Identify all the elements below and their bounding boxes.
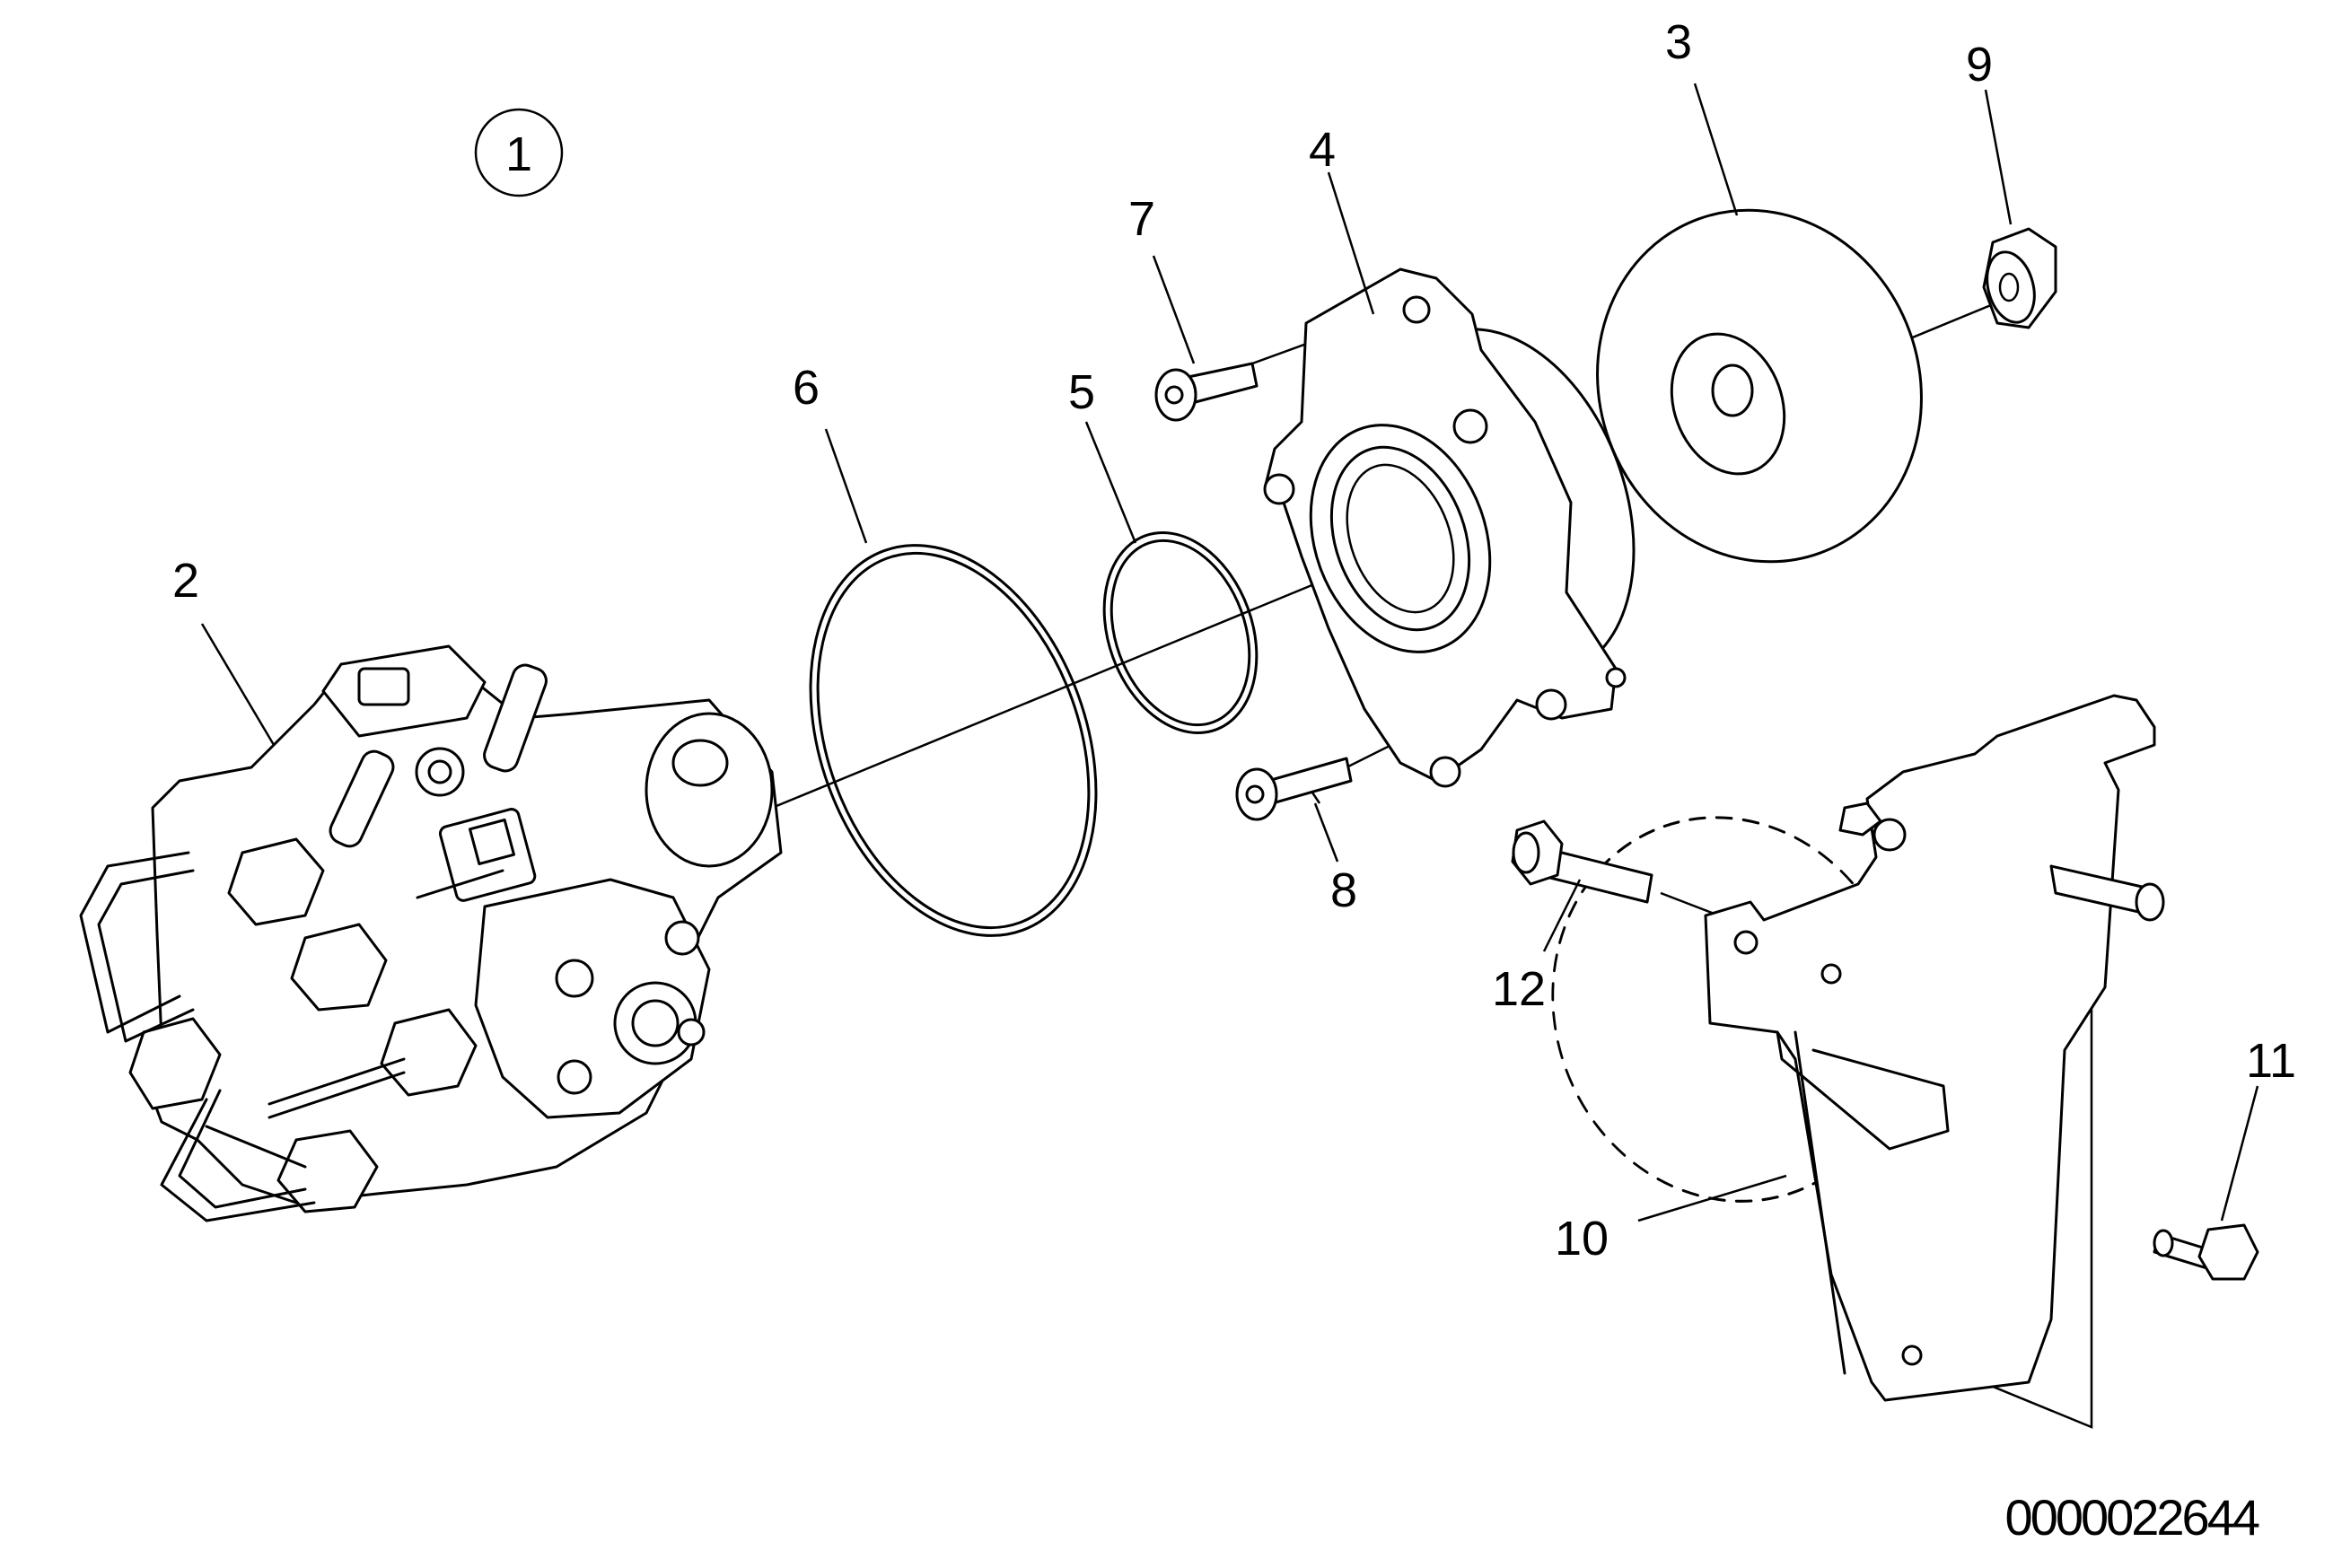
small-o-ring (1102, 531, 1259, 734)
drawing-reference-number: 0000022644 (2005, 1489, 2259, 1546)
pump-flange-housing (1263, 267, 1636, 788)
callout-6: 6 (793, 361, 820, 415)
bolt-lower (1235, 757, 1353, 821)
callout-10: 10 (1555, 1212, 1609, 1266)
callout-8: 8 (1330, 863, 1357, 917)
callout-9: 9 (1966, 38, 1993, 92)
large-o-ring (809, 544, 1098, 937)
callout-7: 7 (1128, 192, 1155, 246)
callout-11: 11 (2246, 1034, 2296, 1088)
bracket-lower-bolt (2153, 1223, 2259, 1281)
callout-3: 3 (1665, 15, 1692, 69)
bolt-upper (1154, 362, 1259, 422)
leader-lines (200, 83, 2259, 1222)
callout-5: 5 (1068, 365, 1095, 419)
callout-12: 12 (1492, 962, 1546, 1016)
view-number-badge: 1 (474, 108, 564, 197)
view-number-label: 1 (505, 127, 532, 181)
support-bracket (1704, 694, 2165, 1402)
high-pressure-pump (79, 644, 783, 1222)
callout-4: 4 (1309, 123, 1336, 177)
bracket-bolt (1511, 819, 1653, 904)
gear-nut (1982, 227, 2057, 329)
callout-2: 2 (172, 554, 199, 608)
callout-labels: 2 3 4 5 6 7 8 9 10 11 12 (172, 15, 2296, 1266)
